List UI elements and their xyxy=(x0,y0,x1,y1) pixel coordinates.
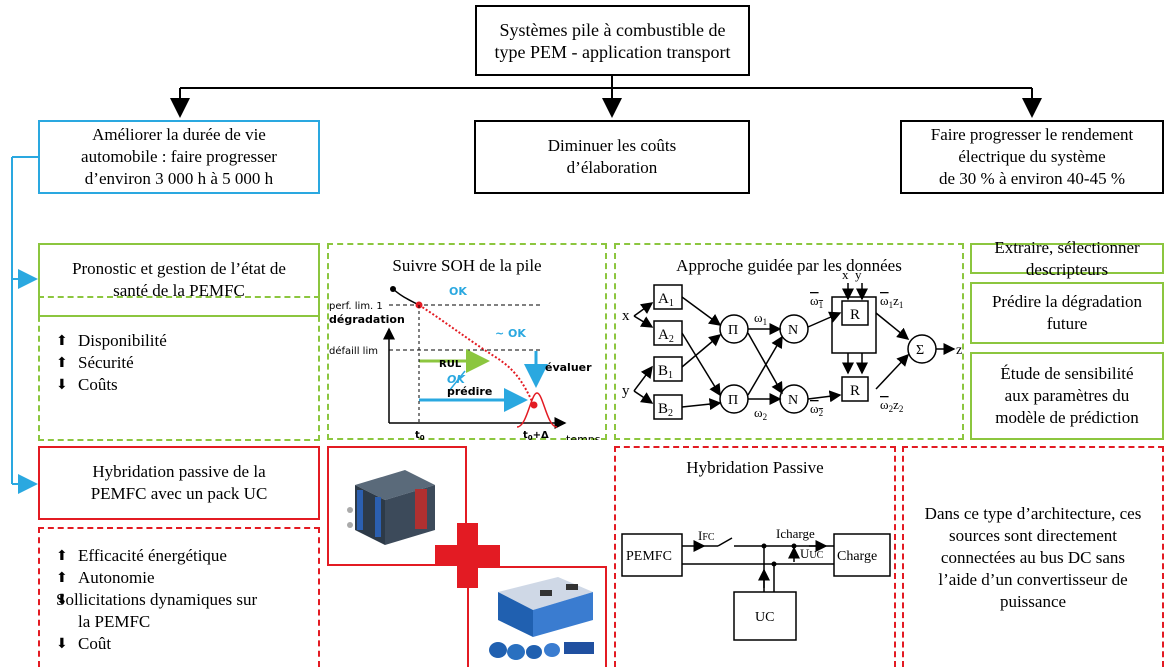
svg-text:R: R xyxy=(850,307,860,323)
arrow-up-icon: ⬆ xyxy=(56,548,68,564)
soh-perf-label: perf. lim. 1 xyxy=(329,301,383,312)
anfis-y: y xyxy=(622,383,630,399)
soh-ok2: ~ OK xyxy=(495,327,526,340)
svg-text:ω2: ω2 xyxy=(754,405,767,422)
anfis-x: x xyxy=(622,308,630,324)
svg-text:UUC: UUC xyxy=(800,546,824,561)
soh-defaill-label: défaill lim xyxy=(329,345,378,357)
list-item: ⬆Autonomie xyxy=(56,568,155,587)
svg-text:ω1: ω1 xyxy=(754,310,767,327)
svg-text:x y: x y xyxy=(842,267,862,282)
arrow-up-icon: ⬆ xyxy=(56,355,68,371)
hybrid-benefits-frame xyxy=(38,527,320,667)
svg-text:R: R xyxy=(850,383,860,399)
svg-text:Π: Π xyxy=(728,393,738,408)
svg-text:B2: B2 xyxy=(658,401,673,419)
architecture-note-box: Dans ce type d’architecture, ces sources… xyxy=(902,446,1164,667)
svg-text:IFC: IFC xyxy=(698,528,715,543)
soh-xlabel: temps xyxy=(566,433,601,440)
svg-text:t0: t0 xyxy=(415,430,425,440)
objective-lifetime-box: Améliorer la durée de vie automobile : f… xyxy=(38,120,320,194)
step-extract-box: Extraire, sélectionner descripteurs xyxy=(970,238,1164,279)
soh-rul: RUL xyxy=(439,359,462,370)
svg-text:z: z xyxy=(956,343,962,358)
circuit-panel xyxy=(614,446,896,667)
list-item: ⬇Coûts xyxy=(56,375,118,394)
prognostic-title-box: Pronostic et gestion de l’état de santé … xyxy=(38,243,320,317)
list-item: ⬇Coût xyxy=(56,634,112,653)
svg-text:N: N xyxy=(788,393,798,408)
hybrid-title-box: Hybridation passive de la PEMFC avec un … xyxy=(38,446,320,520)
svg-text:ω2z2: ω2z2 xyxy=(880,397,903,414)
circuit-diagram: PEMFC Charge UC IFC Icharge UUC xyxy=(621,526,891,641)
list-item: ⬆Sécurité xyxy=(56,353,134,372)
arrow-up-icon: ⬆ xyxy=(56,333,68,349)
anfis-title: Approche guidée par les données xyxy=(676,256,902,275)
list-item: ⬇Sollicitations dynamiques sur la PEMFC xyxy=(56,590,258,631)
svg-text:Σ: Σ xyxy=(916,343,924,358)
soh-title: Suivre SOH de la pile xyxy=(392,256,542,275)
soh-panel xyxy=(327,243,607,440)
prognostic-benefits-list: ⬆Disponibilité ⬆Sécurité ⬇Coûts xyxy=(56,330,167,396)
circuit-title: Hybridation Passive xyxy=(686,458,824,477)
svg-text:ω1: ω1 xyxy=(810,293,823,310)
ultracapacitor-pack-icon xyxy=(489,577,594,660)
step-predict-box: Prédire la dégradation future xyxy=(970,282,1164,344)
uc-pack-image-frame xyxy=(467,566,607,667)
arrow-up-icon: ⬆ xyxy=(56,570,68,586)
main-title-box: Systèmes pile à combustible de type PEM … xyxy=(475,5,750,76)
svg-text:ω2: ω2 xyxy=(810,401,823,418)
arrow-down-icon: ⬇ xyxy=(56,377,68,393)
circuit-uc: UC xyxy=(755,610,774,625)
soh-ylabel: dégradation xyxy=(329,313,405,326)
objective-cost-box: Diminuer les coûts d’élaboration xyxy=(474,120,750,194)
fuel-cell-image-frame xyxy=(327,446,467,566)
circuit-charge: Charge xyxy=(837,549,877,564)
svg-text:B1: B1 xyxy=(658,363,673,381)
anfis-panel xyxy=(614,243,964,440)
circuit-pemfc: PEMFC xyxy=(626,549,672,564)
objective-efficiency-box: Faire progresser le rendement électrique… xyxy=(900,120,1164,194)
list-item: ⬆Disponibilité xyxy=(56,331,167,350)
soh-evaluer: évaluer xyxy=(545,361,592,374)
svg-text:ω1z1: ω1z1 xyxy=(880,293,903,310)
svg-text:t0+Δ: t0+Δ xyxy=(523,430,549,440)
soh-chart: dégradation temps perf. lim. 1 défaill l… xyxy=(329,285,601,440)
prognostic-benefits-frame xyxy=(38,296,320,441)
list-item: ⬆Efficacité énergétique xyxy=(56,546,227,565)
svg-text:N: N xyxy=(788,323,798,338)
arrow-down-icon: ⬇ xyxy=(56,592,68,608)
fuel-cell-stack-icon xyxy=(347,470,435,545)
step-sensitivity-box: Étude de sensibilité aux paramètres du m… xyxy=(970,352,1164,440)
hybrid-benefits-list: ⬆Efficacité énergétique ⬆Autonomie ⬇Soll… xyxy=(56,545,257,655)
soh-predire: prédire xyxy=(447,385,492,398)
arrow-down-icon: ⬇ xyxy=(56,636,68,652)
svg-text:A1: A1 xyxy=(658,291,674,309)
anfis-diagram: x y A1 A2 B1 B2 Π Π N N R R Σ ω1 ω2 ω1 ω… xyxy=(622,267,962,422)
svg-text:Icharge: Icharge xyxy=(776,526,815,541)
svg-text:A2: A2 xyxy=(658,327,674,345)
plus-icon xyxy=(435,523,500,588)
svg-text:Π: Π xyxy=(728,323,738,338)
soh-ok1: OK xyxy=(449,285,467,298)
